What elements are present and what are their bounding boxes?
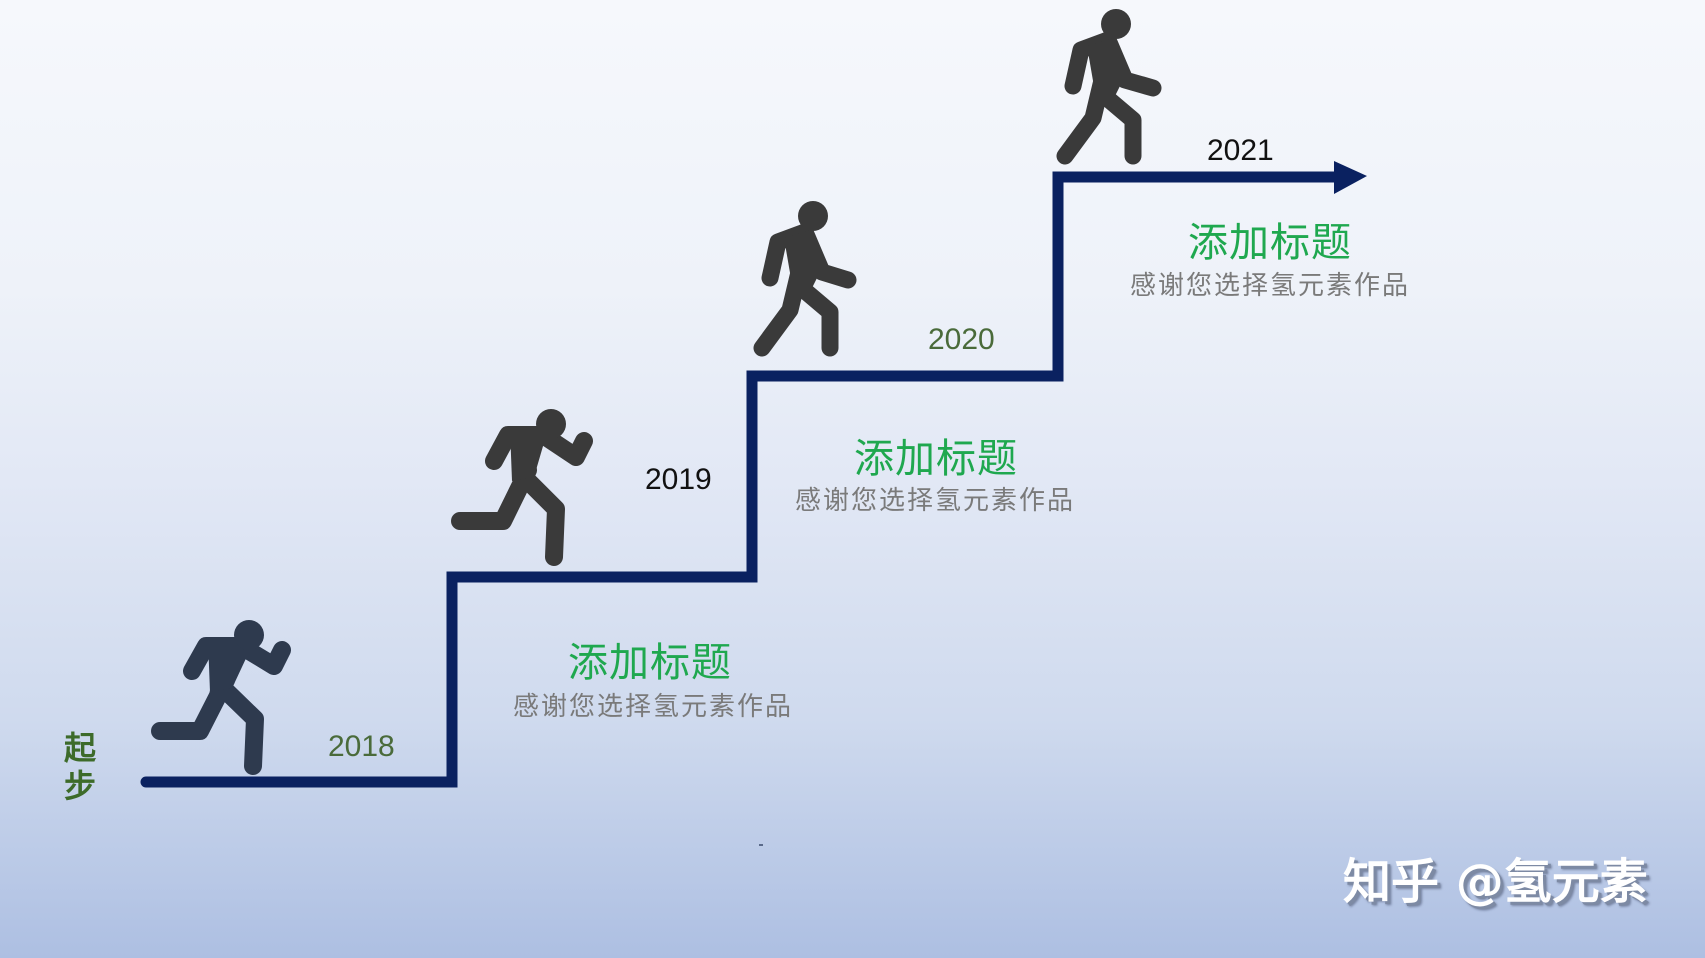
year-label-2018: 2018 [328, 730, 395, 763]
step-subtitle-1: 感谢您选择氢元素作品 [512, 692, 793, 722]
watermark: 知乎 @氢元素 [1343, 854, 1648, 910]
year-label-2021: 2021 [1207, 134, 1274, 167]
year-label-2019: 2019 [645, 463, 712, 496]
start-label-char-1: 起 [63, 729, 96, 767]
artifact-dot [759, 844, 763, 846]
start-label-char-2: 步 [63, 767, 96, 805]
running-person-icon [451, 409, 593, 566]
step-subtitle-3: 感谢您选择氢元素作品 [1129, 271, 1410, 301]
walking-person-icon [753, 201, 857, 357]
step-subtitle-2: 感谢您选择氢元素作品 [794, 486, 1075, 516]
running-person-icon [151, 620, 291, 775]
step-title-2: 添加标题 [854, 436, 1018, 482]
arrow-right-icon [1334, 161, 1367, 194]
staircase-line [140, 171, 1344, 788]
year-label-2020: 2020 [928, 323, 995, 356]
walking-person-icon [1056, 9, 1162, 165]
step-title-1: 添加标题 [568, 640, 732, 686]
step-title-3: 添加标题 [1188, 220, 1352, 266]
